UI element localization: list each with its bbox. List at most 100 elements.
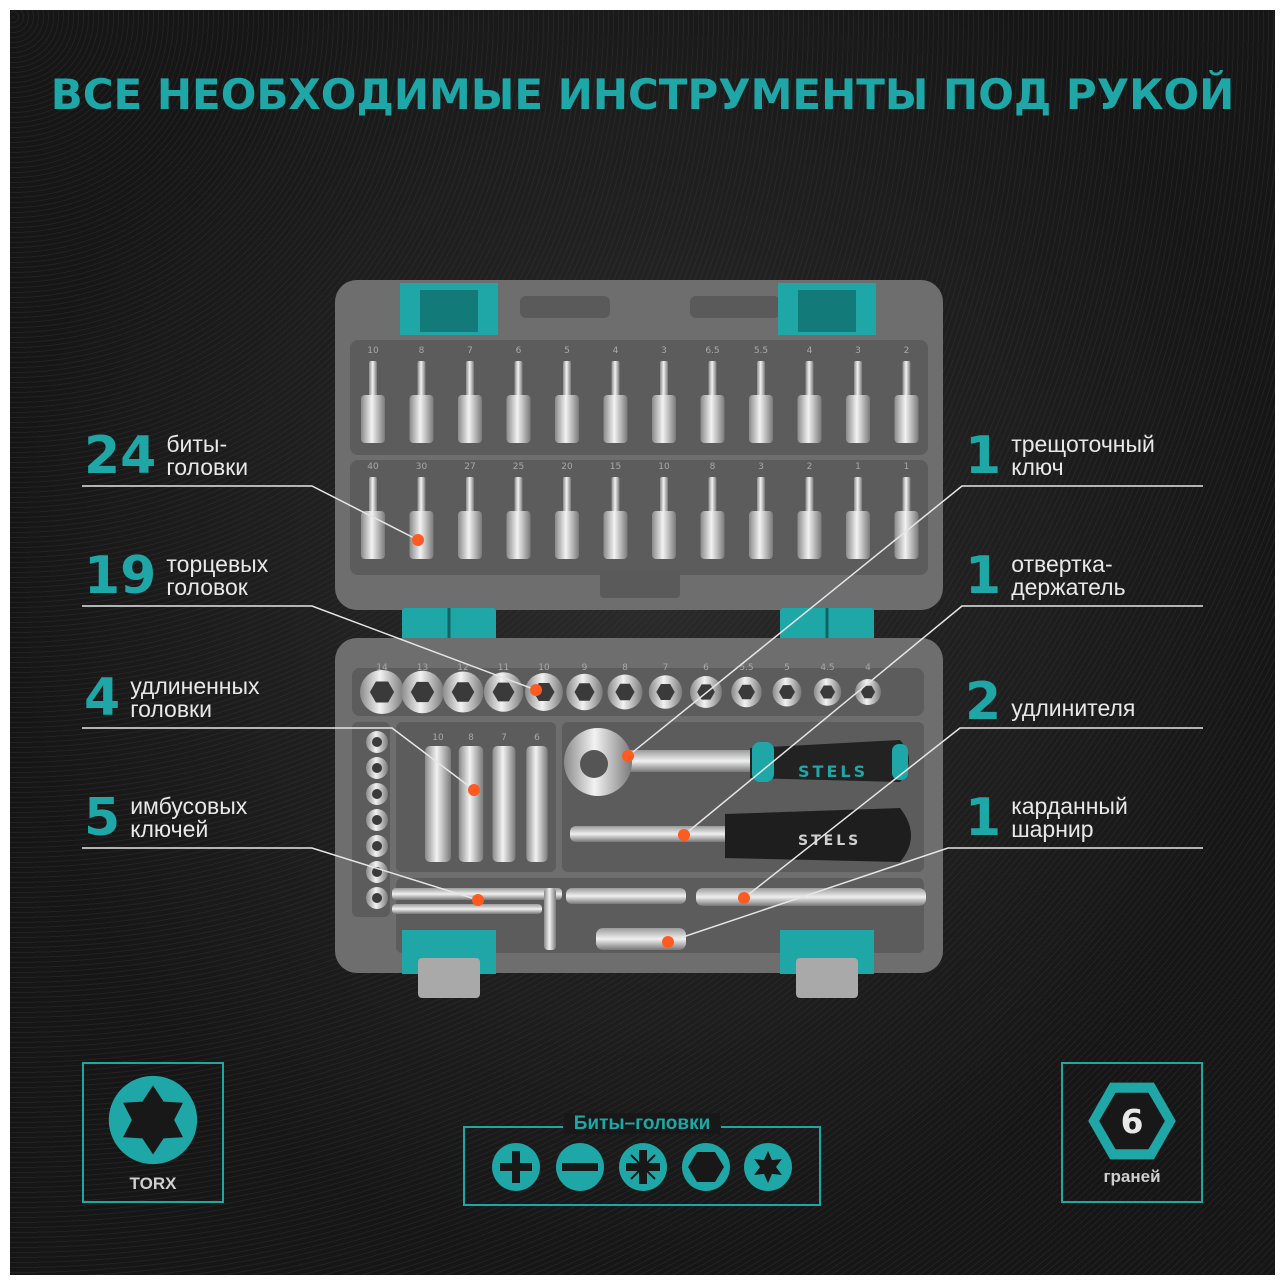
socket-size-label: 4.5 (820, 663, 834, 673)
middle-row-size-label: 8 (710, 462, 716, 472)
top-row-size-label: 10 (367, 346, 379, 356)
sockets-line2: головок (166, 574, 248, 600)
side-socket (366, 835, 388, 857)
middle-row-size-label: 10 (658, 462, 670, 472)
deep-sockets-line2: головки (130, 696, 212, 722)
leader-line (82, 485, 419, 541)
marker-dot (678, 829, 690, 841)
socket: 8 (607, 663, 643, 710)
top-row-size-label: 8 (419, 346, 425, 356)
socket-size-label: 9 (582, 663, 588, 673)
top-latches (400, 283, 876, 335)
bit-sockets-count: 24 (84, 426, 157, 486)
bits-rule-left (463, 1126, 563, 1128)
socket: 5.5 (731, 663, 762, 708)
top-row-bit: 2 (894, 346, 919, 443)
top-row-bit: 6 (506, 346, 531, 443)
screwdriver-line1: отвертка- (1011, 551, 1113, 577)
middle-row-bit: 27 (458, 462, 482, 559)
top-row-bit: 4 (603, 346, 628, 443)
middle-row-bit: 10 (652, 462, 676, 559)
leader-line (82, 605, 537, 691)
top-row-size-label: 3 (661, 346, 667, 356)
bits-panel-title: Биты–головки (463, 1113, 821, 1135)
deep-socket-size-label: 7 (501, 733, 507, 743)
marker-dot (662, 936, 674, 948)
top-row-size-label: 7 (467, 346, 473, 356)
middle-row-bit: 20 (555, 462, 579, 559)
top-row-size-label: 3 (855, 346, 861, 356)
side-socket (366, 809, 388, 831)
marker-dot (412, 534, 424, 546)
middle-row-size-label: 27 (464, 462, 475, 472)
deep-socket-size-label: 8 (468, 733, 474, 743)
marker-dot (468, 784, 480, 796)
middle-row-bit: 15 (603, 462, 628, 559)
bottom-latches (402, 930, 874, 998)
top-row-bit: 10 (361, 346, 385, 443)
side-socket (366, 887, 388, 909)
top-row-size-label: 4 (613, 346, 619, 356)
universal-joint-line2: шарнир (1011, 816, 1094, 842)
socket: 7 (648, 663, 683, 709)
deep-socket-size-label: 6 (534, 733, 540, 743)
middle-row-size-label: 15 (610, 462, 621, 472)
extensions (566, 888, 926, 906)
socket-size-label: 4 (865, 663, 871, 673)
screwdriver-brand: STELS (798, 833, 861, 849)
leader-lines (82, 485, 1203, 943)
socket: 14 (360, 663, 404, 714)
middle-row-bit: 1 (894, 462, 919, 559)
universal-joint-line1: карданный (1011, 793, 1128, 819)
leader-line (743, 727, 1203, 899)
hex-caption: граней (1103, 1166, 1161, 1186)
top-row-size-label: 2 (904, 346, 910, 356)
socket: 9 (566, 663, 603, 711)
middle-row-bit: 8 (700, 462, 725, 559)
middle-row-size-label: 30 (416, 462, 428, 472)
side-socket (366, 861, 388, 883)
leader-line (82, 847, 479, 901)
middle-row-size-label: 40 (367, 462, 379, 472)
top-row-bit: 3 (652, 346, 676, 443)
bits-panel-title-text: Биты–головки (563, 1113, 721, 1134)
ratchet-wrench: STELS (564, 728, 909, 796)
socket: 4 (855, 663, 881, 705)
top-row-size-label: 4 (807, 346, 813, 356)
top-row-bit: 5.5 (749, 346, 773, 443)
middle-row-bit: 40 (361, 462, 385, 559)
deep-sockets: 10 8 7 6 (425, 733, 548, 862)
middle-row-size-label: 25 (513, 462, 524, 472)
socket-size-label: 5.5 (739, 663, 753, 673)
label-extensions: 2 удлинителя (965, 676, 1135, 728)
label-bit-sockets: 24 биты-головки (84, 430, 248, 482)
leader-line (667, 847, 1203, 943)
top-row-bit: 4 (797, 346, 822, 443)
socket-size-label: 7 (663, 663, 669, 673)
top-row-size-label: 6.5 (705, 346, 719, 356)
socket-size-label: 8 (622, 663, 628, 673)
ratchet-brand: STELS (798, 762, 868, 781)
top-row-bit: 6.5 (700, 346, 725, 443)
deep-socket: 8 (458, 733, 484, 862)
middle-row-bit: 30 (409, 462, 434, 559)
torx-badge: TORX (82, 1062, 224, 1203)
middle-row-bit: 25 (506, 462, 531, 559)
socket-size-label: 12 (457, 663, 468, 673)
side-socket (366, 731, 388, 753)
leader-line (683, 605, 1203, 836)
top-row-size-label: 5.5 (754, 346, 768, 356)
top-row-bit: 3 (846, 346, 870, 443)
screwdriver-line2: держатель (1011, 574, 1126, 600)
screwdriver-count: 1 (965, 546, 1002, 606)
middle-row-size-label: 20 (561, 462, 573, 472)
socket: 4.5 (813, 663, 842, 706)
deep-socket: 10 (425, 733, 451, 862)
hex-keys (392, 888, 562, 950)
